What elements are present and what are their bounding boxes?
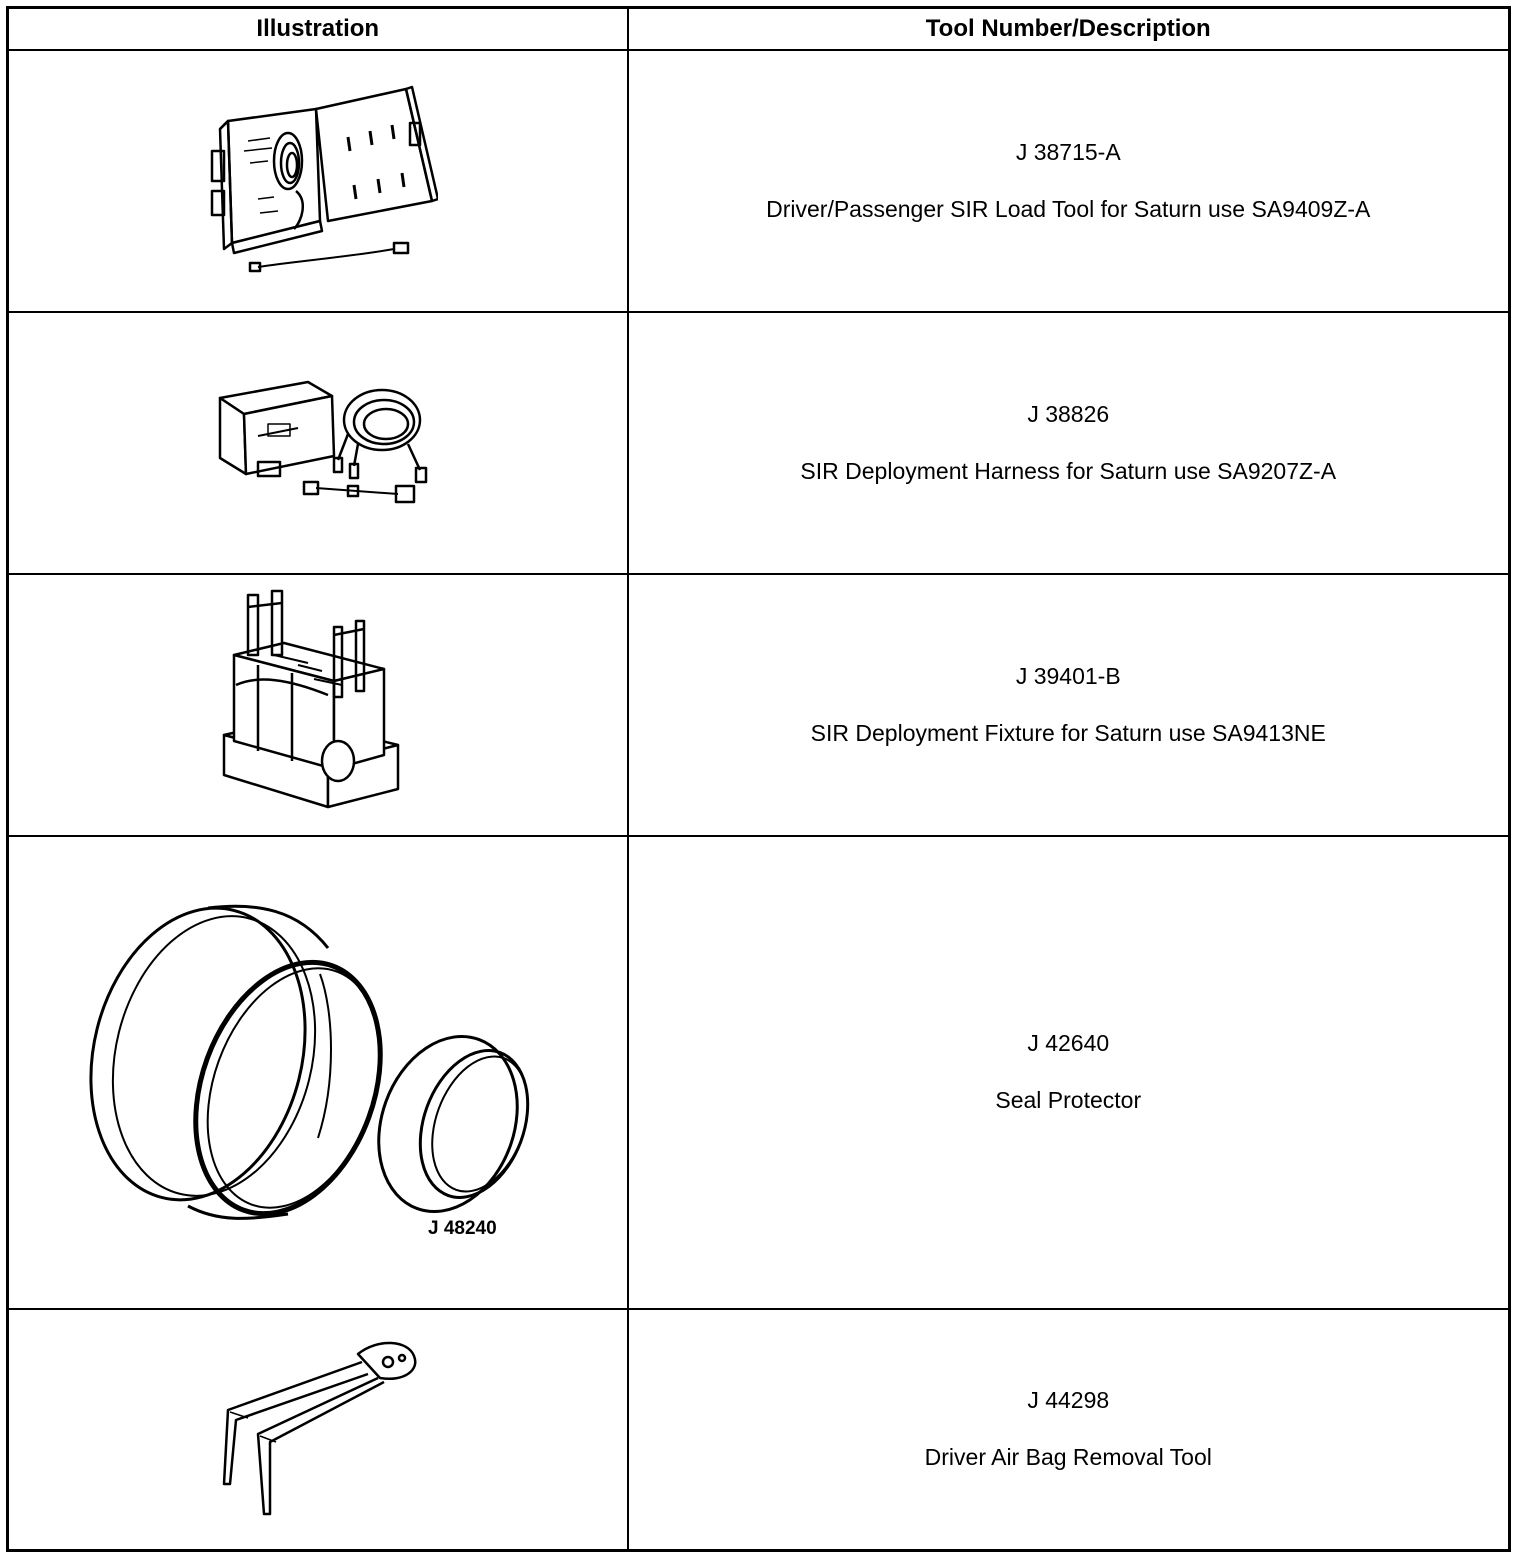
- header-row: Illustration Tool Number/Description: [6, 6, 1511, 51]
- illustration-cell: [6, 310, 629, 575]
- tool-description: SIR Deployment Fixture for Saturn use SA…: [810, 719, 1326, 746]
- tool-description-cell: J 38715-A Driver/Passenger SIR Load Tool…: [626, 48, 1511, 313]
- tool-description-cell: J 39401-B SIR Deployment Fixture for Sat…: [626, 572, 1511, 837]
- tool-number: J 38715-A: [1015, 138, 1121, 165]
- tool-number: J 38826: [1027, 400, 1110, 427]
- illustration-cell: [6, 572, 629, 837]
- tool-description-cell: J 38826 SIR Deployment Harness for Satur…: [626, 310, 1511, 575]
- illustration-cell: J 48240: [6, 834, 629, 1310]
- table-row: J 38826 SIR Deployment Harness for Satur…: [6, 310, 1511, 575]
- table-row: J 44298 Driver Air Bag Removal Tool: [6, 1307, 1511, 1552]
- load-tool-case-illustration: [210, 85, 438, 272]
- tool-description: Driver Air Bag Removal Tool: [924, 1444, 1212, 1471]
- table-row: J 48240 J 42640 Seal Protector: [6, 834, 1511, 1310]
- header-tool-description: Tool Number/Description: [626, 6, 1511, 51]
- tool-number: J 42640: [1027, 1030, 1110, 1056]
- air-bag-removal-tool-illustration: [222, 1341, 417, 1516]
- deployment-fixture-illustration: [222, 589, 399, 808]
- illustration-cell: [6, 48, 629, 313]
- header-illustration: Illustration: [6, 6, 629, 51]
- tool-number: J 44298: [1027, 1387, 1110, 1414]
- tool-description: Seal Protector: [995, 1087, 1142, 1113]
- tool-number: J 39401-B: [1015, 662, 1121, 689]
- tool-description-cell: J 44298 Driver Air Bag Removal Tool: [626, 1307, 1511, 1552]
- tool-description: SIR Deployment Harness for Saturn use SA…: [800, 457, 1337, 484]
- illustration-callout: J 48240: [428, 1218, 497, 1239]
- illustration-cell: [6, 1307, 629, 1552]
- deployment-harness-illustration: [218, 380, 427, 503]
- table-row: J 39401-B SIR Deployment Fixture for Sat…: [6, 572, 1511, 837]
- tool-description: Driver/Passenger SIR Load Tool for Satur…: [766, 195, 1371, 222]
- seal-protector-illustration: J 48240: [89, 904, 529, 1239]
- special-tools-table: Illustration Tool Number/Description: [6, 6, 1511, 1552]
- table-row: J 38715-A Driver/Passenger SIR Load Tool…: [6, 48, 1511, 313]
- tool-description-cell: J 42640 Seal Protector: [626, 834, 1511, 1310]
